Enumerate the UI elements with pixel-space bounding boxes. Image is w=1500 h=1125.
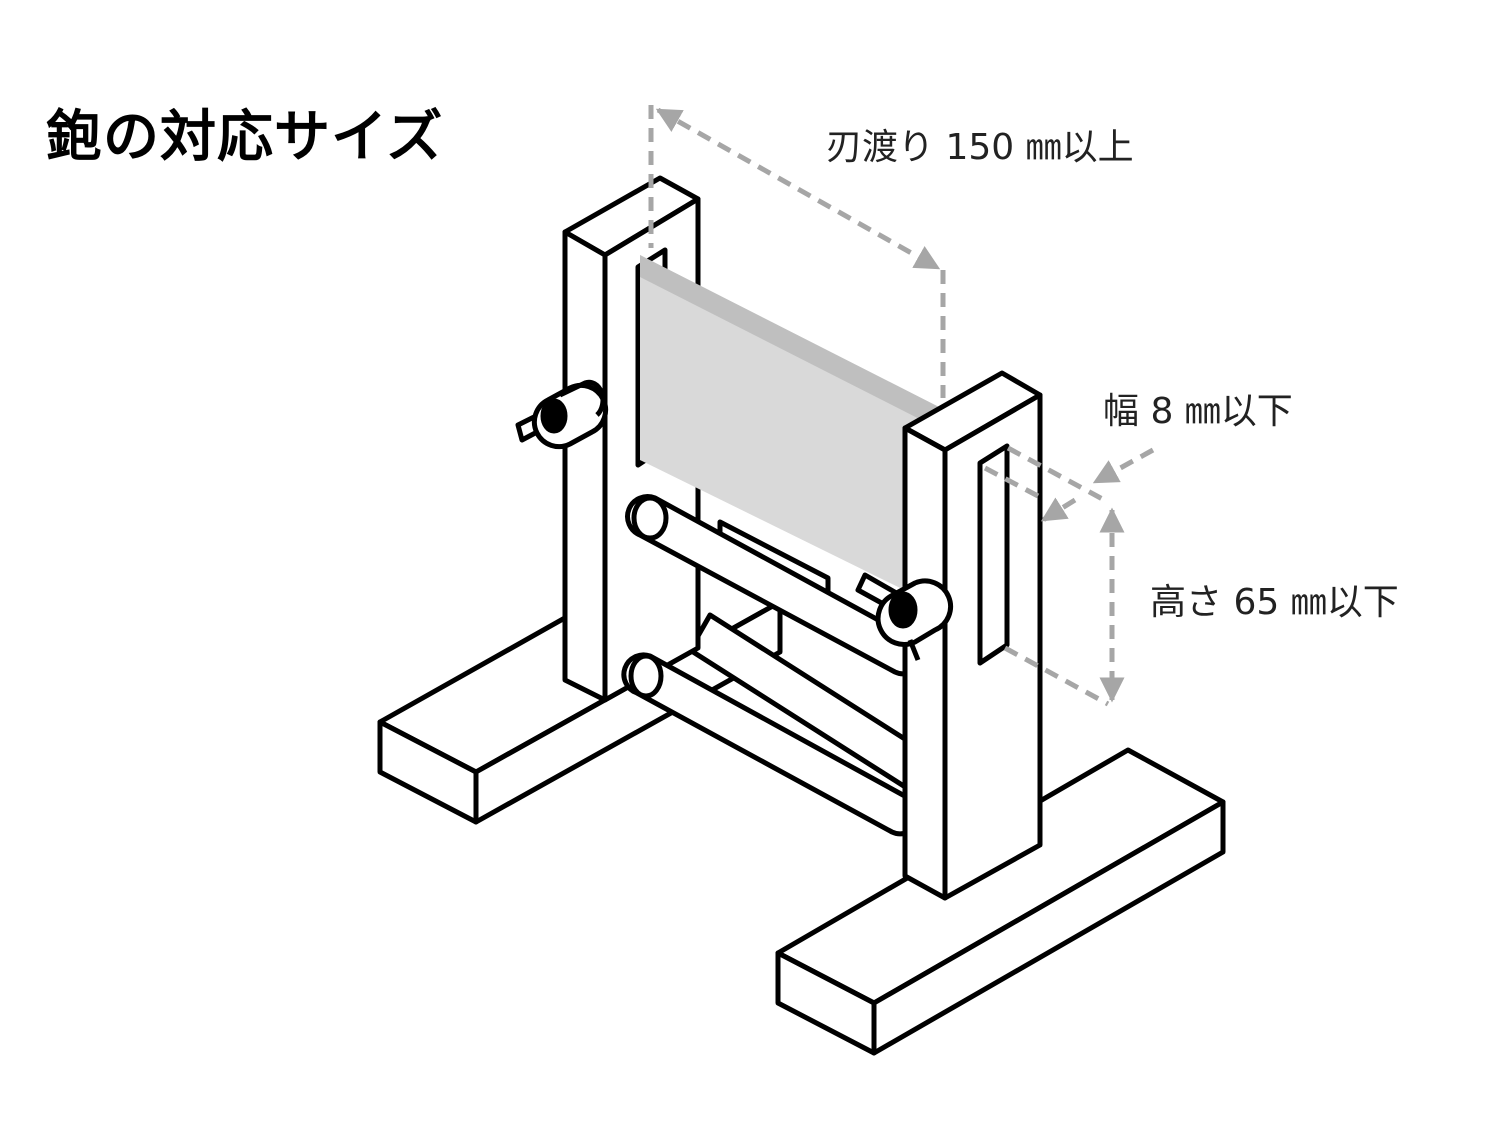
width-dimension xyxy=(983,445,1155,523)
page-title: 鉋の対応サイズ xyxy=(46,105,444,170)
right-base-block xyxy=(775,747,1226,1056)
height-label: 高さ 65 ㎜以下 xyxy=(1150,582,1399,623)
blade-length-label: 刃渡り 150 ㎜以上 xyxy=(826,127,1134,168)
width-label: 幅 8 ㎜以下 xyxy=(1103,391,1293,432)
left-wing-knob xyxy=(515,379,609,450)
blade-length-dimension xyxy=(648,105,946,398)
right-wing-knob xyxy=(855,572,953,661)
plane-blade xyxy=(640,255,945,610)
right-upright xyxy=(902,370,1043,901)
height-dimension xyxy=(1003,507,1125,707)
